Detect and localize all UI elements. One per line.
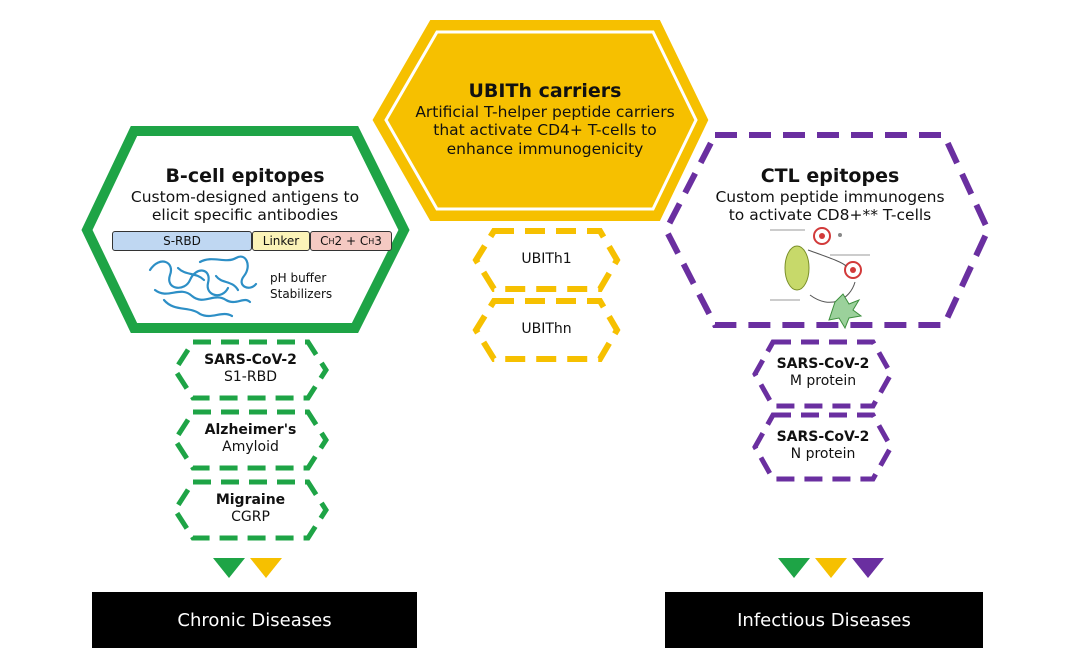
infectious-target-2: SARS-CoV-2 N protein <box>755 429 891 463</box>
ubith-hexagon <box>372 20 709 221</box>
ch-text: C <box>320 234 329 248</box>
target-sub: S1-RBD <box>224 368 277 385</box>
yellow-triangle-icon <box>815 558 847 578</box>
b-cell-hexagon <box>81 126 410 333</box>
b-cell-subtitle-line2: elicit specific antibodies <box>151 206 339 225</box>
infectious-target-hexagon <box>752 339 894 409</box>
chronic-target-3: Migraine CGRP <box>175 492 326 526</box>
protein-structure-image <box>148 255 258 318</box>
target-title: Alzheimer's <box>204 422 297 438</box>
chronic-target-2: Alzheimer's Amyloid <box>175 422 326 456</box>
chronic-diseases-banner: Chronic Diseases <box>92 592 417 648</box>
ch-text: 2 + C <box>334 234 369 248</box>
ctl-title: CTL epitopes <box>760 165 900 187</box>
target-title: SARS-CoV-2 <box>776 429 870 445</box>
ctl-text-block: CTL epitopes Custom peptide immunogens t… <box>690 165 970 225</box>
target-sub: M protein <box>789 372 857 389</box>
ubith-subtitle-line3: enhance immunogenicity <box>446 139 644 158</box>
linker-segment: Linker <box>252 231 310 251</box>
ctl-pathway-image <box>770 227 870 330</box>
ubithn-hexagon <box>472 298 621 362</box>
ubith-title: UBITh carriers <box>468 80 622 102</box>
chronic-target-1: SARS-CoV-2 S1-RBD <box>175 352 326 386</box>
buffer-line1: pH buffer <box>270 271 327 285</box>
ctl-subtitle-line1: Custom peptide immunogens <box>715 187 945 206</box>
ubith-subtitle-line1: Artificial T-helper peptide carriers <box>415 102 675 121</box>
ch-subscript: H <box>368 236 375 246</box>
ch-text: 3 <box>374 234 382 248</box>
purple-triangle-icon <box>852 558 884 578</box>
chronic-target-hexagon <box>172 339 329 401</box>
target-title: SARS-CoV-2 <box>776 356 870 372</box>
infectious-diseases-banner: Infectious Diseases <box>665 592 983 648</box>
ubith1-hexagon <box>472 228 621 292</box>
infectious-target-hexagon <box>752 412 894 482</box>
s-rbd-segment: S-RBD <box>112 231 252 251</box>
ch-subscript: H <box>328 236 335 246</box>
target-title: SARS-CoV-2 <box>204 352 297 368</box>
buffer-line2: Stabilizers <box>270 286 333 301</box>
ubith-text-block: UBITh carriers Artificial T-helper pepti… <box>386 80 704 159</box>
ubith-subtitle-line2: that activate CD4+ T-cells to <box>433 121 657 140</box>
b-cell-subtitle-line1: Custom-designed antigens to <box>130 187 360 206</box>
ubithn-label: UBIThn <box>521 321 572 337</box>
target-title: Migraine <box>215 492 286 508</box>
ubith1-label: UBITh1 <box>521 251 572 267</box>
ubithn-label-text: UBITh <box>521 321 563 337</box>
ctl-subtitle-line2: to activate CD8+** T-cells <box>728 206 932 225</box>
infectious-target-1: SARS-CoV-2 M protein <box>755 356 891 390</box>
b-cell-title: B-cell epitopes <box>165 165 325 187</box>
yellow-triangle-icon <box>250 558 282 578</box>
target-sub: CGRP <box>231 508 270 525</box>
green-triangle-icon <box>213 558 245 578</box>
green-triangle-icon <box>778 558 810 578</box>
b-cell-text-block: B-cell epitopes Custom-designed antigens… <box>115 165 375 225</box>
target-sub: Amyloid <box>222 438 279 455</box>
chronic-target-hexagon <box>172 409 329 471</box>
buffer-caption: pH buffer Stabilizers <box>270 271 332 302</box>
chronic-target-hexagon <box>172 479 329 541</box>
ubith-hexagon-inner-outline <box>384 30 698 211</box>
target-sub: N protein <box>790 445 856 462</box>
